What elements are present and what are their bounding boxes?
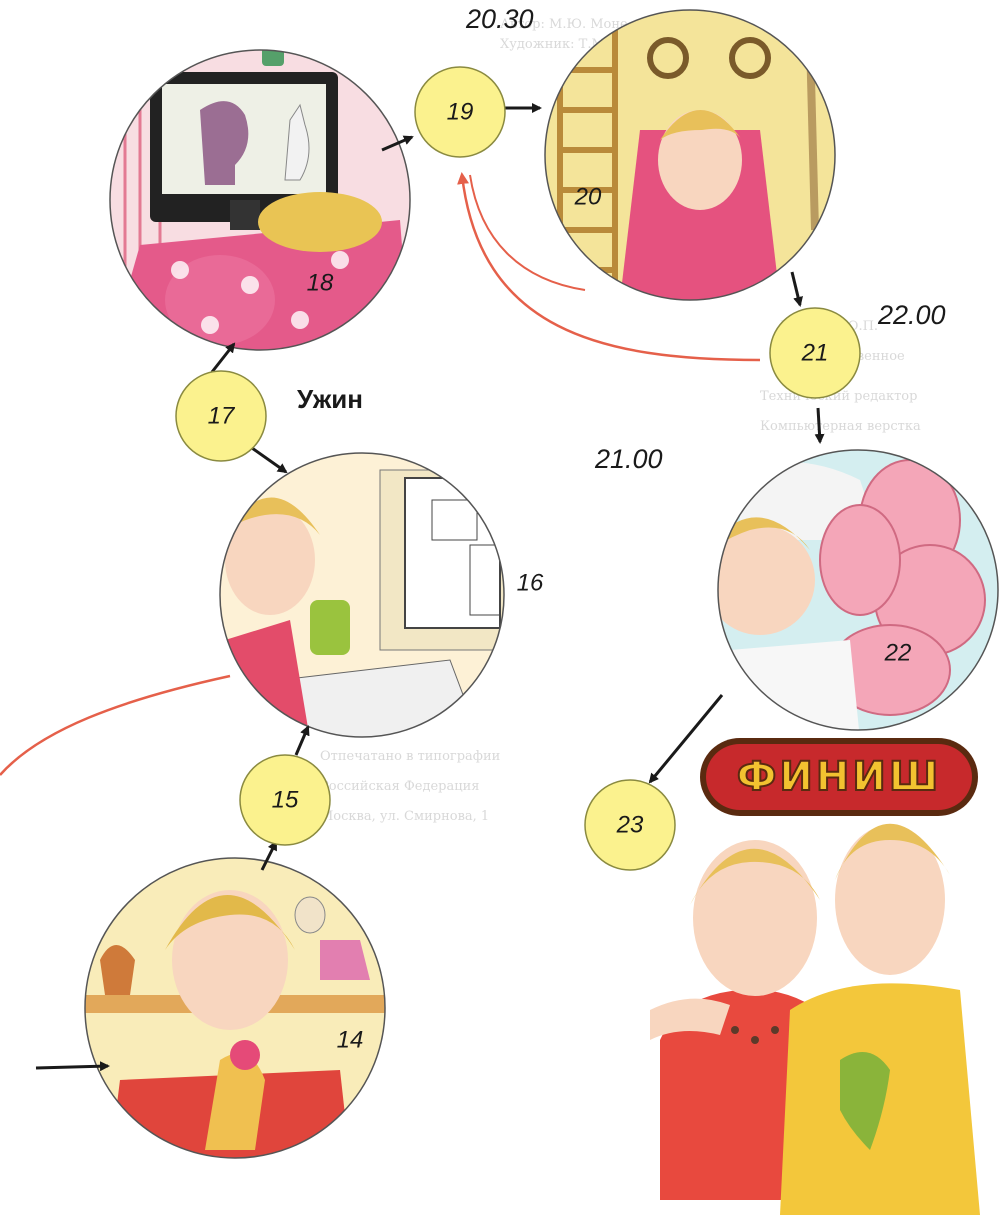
scene-20-gym <box>544 9 836 301</box>
scene-20-label: 20 <box>574 184 602 211</box>
node-19-label: 19 <box>447 99 474 126</box>
svg-text:Автор: М.Ю. Моне: Автор: М.Ю. Моне <box>500 17 628 32</box>
svg-text:Отпечатано в типографии: Отпечатано в типографии <box>320 749 500 764</box>
scene-14-girl <box>84 857 386 1159</box>
time-label-2100: 21.00 <box>595 444 663 474</box>
finish-sign: ФИНИШ <box>700 738 978 816</box>
node-23-label: 23 <box>616 812 644 839</box>
scene-22-sleep <box>717 449 999 731</box>
dinner-label: Ужин <box>297 384 363 414</box>
scene-16-computer <box>219 452 505 738</box>
node-23: 23 <box>584 779 676 871</box>
node-19: 19 <box>414 66 506 158</box>
node-15: 15 <box>239 754 331 846</box>
node-21-label: 21 <box>801 340 829 367</box>
scene-22-label: 22 <box>884 640 912 667</box>
scene-16-label: 16 <box>517 570 544 597</box>
svg-text:Российская Федерация: Российская Федерация <box>320 779 479 794</box>
svg-text:Компьютерная верстка: Компьютерная верстка <box>760 419 921 434</box>
node-17-label: 17 <box>208 403 236 430</box>
finish-sign-text: ФИНИШ <box>737 754 942 800</box>
finish-kids-illustration <box>650 823 980 1215</box>
red-path-lines <box>0 172 761 776</box>
time-label-2030: 20.30 <box>466 4 534 34</box>
node-15-label: 15 <box>272 787 299 814</box>
connector-arrows <box>35 103 825 1072</box>
scene-18-tv <box>109 49 411 351</box>
scene-14-label: 14 <box>337 1027 364 1054</box>
time-label-2200: 22.00 <box>878 300 946 330</box>
node-21: 21 <box>769 307 861 399</box>
scene-18-label: 18 <box>307 270 334 297</box>
svg-text:Москва, ул. Смирнова, 1: Москва, ул. Смирнова, 1 <box>320 809 489 824</box>
node-17: 17 <box>175 370 267 462</box>
